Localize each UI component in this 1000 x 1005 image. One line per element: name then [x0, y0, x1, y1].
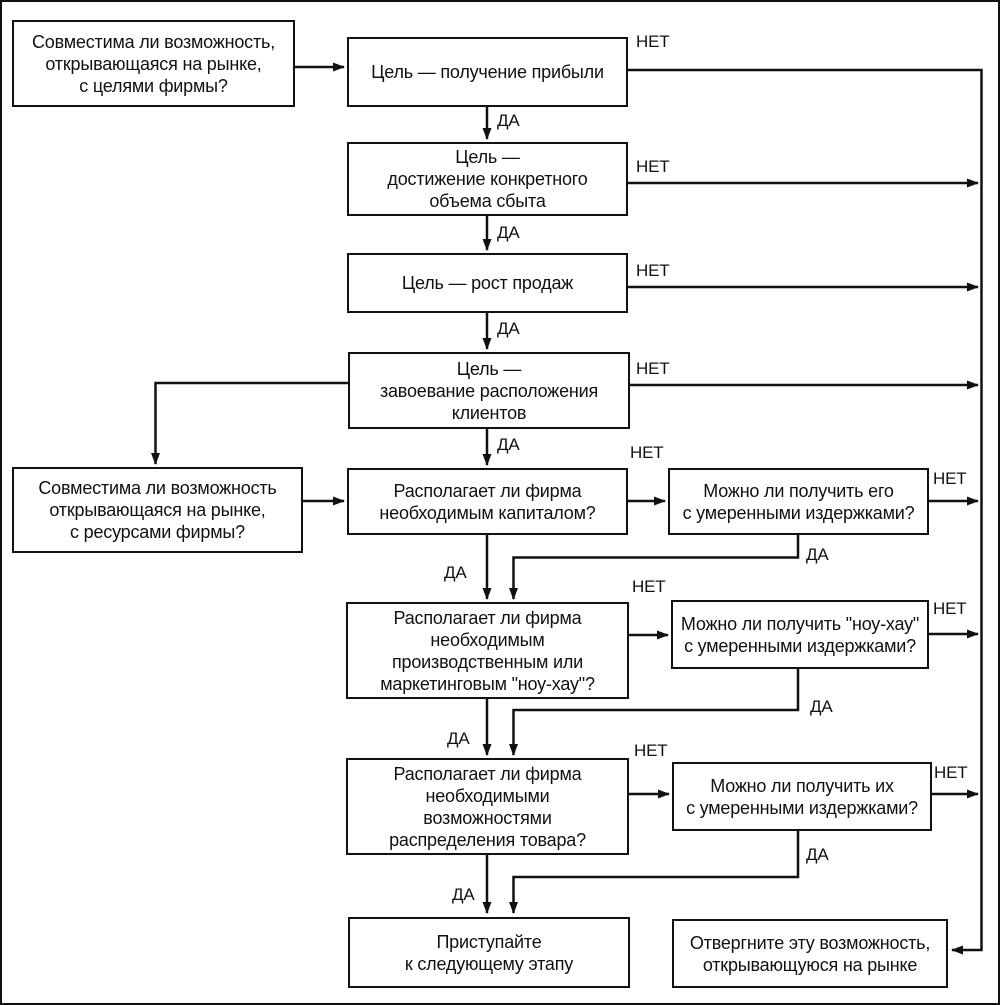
edge-label-profit-net: НЕТ — [636, 32, 670, 51]
node-get-knowhow-question: Можно ли получить "ноу-хау" с умеренными… — [671, 600, 929, 669]
edge-label-growth-net: НЕТ — [636, 261, 670, 280]
edge-label-get-knowhow-net: НЕТ — [933, 599, 967, 618]
edge-label-capital-net: НЕТ — [630, 443, 664, 462]
node-goal-sales-growth: Цель — рост продаж — [347, 253, 628, 313]
edge-label-get-knowhow-da: ДА — [810, 697, 833, 716]
node-goals-question: Совместима ли возможность, открывающаяся… — [12, 20, 295, 107]
edge-label-get-capital-da: ДА — [806, 545, 829, 564]
edge-label-knowhow-net: НЕТ — [632, 577, 666, 596]
node-distribution-question: Располагает ли фирма необходимыми возмож… — [346, 758, 629, 855]
node-get-capital-question: Можно ли получить его с умеренными издер… — [668, 468, 929, 535]
edge-label-customers-da: ДА — [497, 435, 520, 454]
edge-label-distribution-net: НЕТ — [634, 741, 668, 760]
node-resources-question: Совместима ли возможность открывающаяся … — [12, 467, 303, 553]
edge-getcapital-knowhow-da — [509, 535, 800, 600]
node-goal-profit: Цель — получение прибыли — [347, 37, 628, 107]
edge-getthem-proceed-da — [509, 831, 800, 914]
node-proceed: Приступайте к следующему этапу — [348, 917, 630, 988]
edge-label-profit-da: ДА — [497, 111, 520, 130]
edge-label-customers-net: НЕТ — [636, 359, 670, 378]
edge-net-collector-to-reject — [628, 68, 983, 955]
edge-label-growth-da: ДА — [497, 319, 520, 338]
node-knowhow-question: Располагает ли фирма необходимым произво… — [346, 602, 629, 699]
node-capital-question: Располагает ли фирма необходимым капитал… — [347, 468, 628, 535]
node-reject: Отвергните эту возможность, открывающуюс… — [672, 919, 948, 988]
edge-label-get-distribution-da: ДА — [806, 845, 829, 864]
edge-label-capital-da: ДА — [444, 563, 467, 582]
node-goal-customers: Цель — завоевание расположения клиентов — [348, 352, 630, 429]
node-get-distribution-question: Можно ли получить их с умеренными издерж… — [672, 762, 932, 831]
edge-label-volume-da: ДА — [497, 223, 520, 242]
edge-label-get-capital-net: НЕТ — [933, 469, 967, 488]
edge-label-distribution-da: ДА — [452, 885, 475, 904]
edge-getknowhow-distribution-da — [509, 669, 800, 756]
edge-label-knowhow-da: ДА — [447, 729, 470, 748]
edge-label-volume-net: НЕТ — [636, 157, 670, 176]
node-goal-sales-volume: Цель — достижение конкретного объема сбы… — [347, 142, 628, 216]
edge-label-get-distribution-net: НЕТ — [934, 763, 968, 782]
edge-customers-resourcesq — [151, 381, 348, 465]
